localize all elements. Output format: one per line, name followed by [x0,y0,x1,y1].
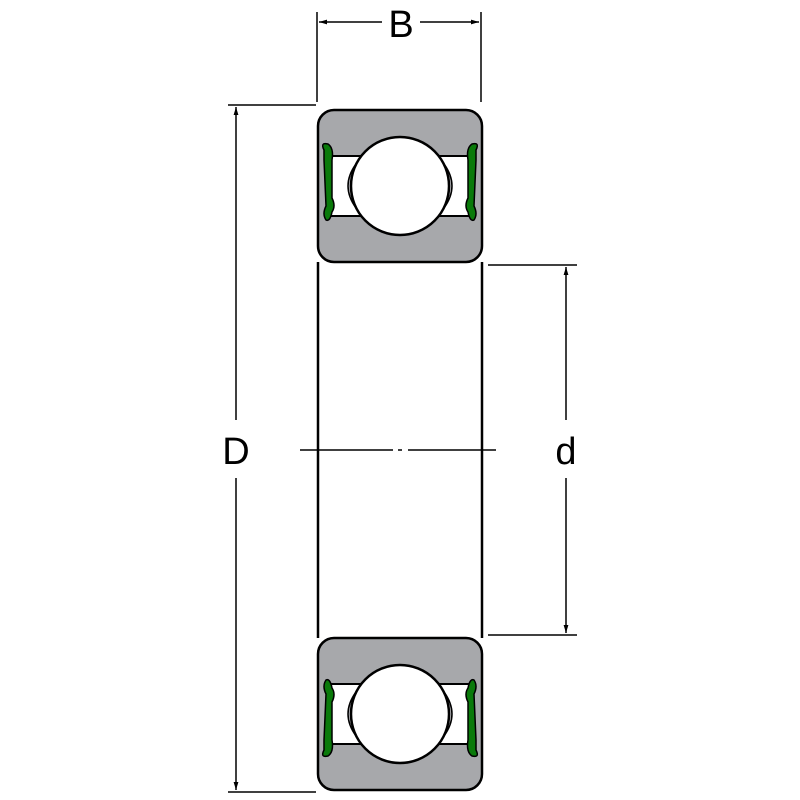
bearing-section-top [316,108,484,264]
dimension-b [316,12,482,102]
dimension-label-bore-diameter: d [555,431,576,473]
dimension-label-b: B [388,4,413,46]
dimension-bore-diameter [488,264,577,636]
bearing-section-bottom [316,636,484,792]
dimension-outer-diameter [228,104,316,793]
dimension-label-outer-diameter: D [222,431,249,473]
